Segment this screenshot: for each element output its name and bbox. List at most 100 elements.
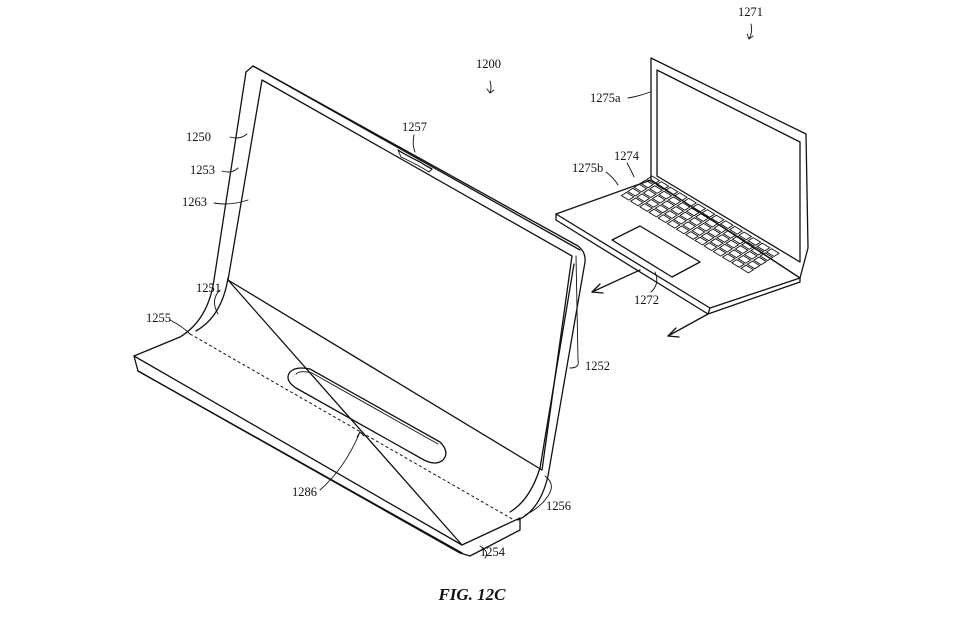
device-bend-left xyxy=(179,71,247,338)
keyboard-key xyxy=(725,239,740,249)
curved-display-device xyxy=(133,65,586,557)
keyboard-key xyxy=(626,187,642,197)
label-1272: 1272 xyxy=(634,293,659,307)
keyboard-key xyxy=(704,218,719,228)
keyboard-key xyxy=(756,242,771,252)
keyboard-key xyxy=(654,204,669,214)
label-1254: 1254 xyxy=(480,545,506,559)
keyboard-key xyxy=(752,256,768,266)
camera-notch xyxy=(397,149,433,170)
keyboard-key xyxy=(670,206,685,215)
keyboard-key xyxy=(694,213,710,222)
keyboard-key xyxy=(734,245,749,255)
keyboard-key xyxy=(709,238,724,247)
keyboard-key xyxy=(676,201,691,211)
keyboard-key xyxy=(713,224,728,234)
arrow-left-upper xyxy=(591,269,641,293)
keyboard-key xyxy=(645,198,660,208)
label-1275a: 1275a xyxy=(590,91,621,105)
display-screen xyxy=(227,79,573,471)
keyboard-key xyxy=(716,234,731,243)
keyboard-key xyxy=(697,222,712,232)
keyboard-key xyxy=(759,252,774,262)
keyboard-key xyxy=(651,194,666,204)
keyboard-key xyxy=(731,235,746,245)
keyboard-key xyxy=(672,215,688,225)
keyboard-key xyxy=(638,203,654,212)
keyboard-key xyxy=(673,192,688,202)
keyboard-key xyxy=(703,242,718,252)
keyboard-key xyxy=(722,229,737,239)
keyboard-key xyxy=(706,228,722,238)
keyboard-key xyxy=(620,191,635,201)
label-1275b: 1275b xyxy=(572,161,603,175)
label-1253: 1253 xyxy=(190,163,215,177)
laptop-lid xyxy=(650,57,809,279)
device-base xyxy=(133,355,521,557)
keyboard-key xyxy=(675,225,690,235)
label-1255: 1255 xyxy=(146,311,171,325)
keyboard-key xyxy=(663,210,678,219)
keyboard-key xyxy=(639,179,654,189)
keyboard-key xyxy=(718,243,734,253)
keyboard-key xyxy=(682,197,698,207)
keyboard-key xyxy=(712,247,727,257)
laptop-trackpad xyxy=(611,225,701,278)
keyboard-key xyxy=(710,214,725,224)
keyboard-key xyxy=(728,225,744,235)
keyboard-key xyxy=(648,208,663,218)
keyboard-key xyxy=(684,231,700,240)
keyboard-key xyxy=(740,241,756,250)
keyboard-key xyxy=(648,185,664,194)
keyboard-key xyxy=(667,196,682,206)
keyboard-key xyxy=(730,259,746,268)
keyboard-key xyxy=(738,231,753,241)
leader-lines xyxy=(169,23,754,559)
keyboard-key xyxy=(682,221,697,231)
keyboard-key xyxy=(692,203,707,213)
keyboard-key xyxy=(666,219,681,229)
keyboard-key xyxy=(679,211,694,221)
keyboard-key xyxy=(658,190,673,200)
keyboard-key xyxy=(629,197,644,207)
laptop-keyboard xyxy=(620,175,780,274)
arrow-left-lower xyxy=(667,313,709,337)
keyboard-key xyxy=(655,181,670,190)
keyboard-key xyxy=(642,189,657,199)
keyboard-key xyxy=(691,226,706,236)
keyboard-key xyxy=(721,253,736,263)
laptop-device xyxy=(555,57,809,315)
label-1286: 1286 xyxy=(292,485,317,499)
keyboard-key xyxy=(646,175,661,185)
keyboard-key xyxy=(657,214,672,224)
keyboard-key xyxy=(688,217,703,227)
keyboard-key xyxy=(746,260,761,270)
keyboard-key xyxy=(719,220,734,230)
keyboard-key xyxy=(633,183,648,193)
keyboard-key xyxy=(685,207,700,217)
keyboard-key xyxy=(701,209,716,218)
keyboard-key xyxy=(747,237,762,246)
keyboard-key xyxy=(636,193,651,203)
label-1271: 1271 xyxy=(738,5,763,19)
figure-caption: FIG. 12C xyxy=(437,585,506,604)
label-1274: 1274 xyxy=(614,149,640,163)
motion-arrows xyxy=(591,269,709,338)
reference-labels: 1200 1271 1250 1253 1263 1257 1251 1255 … xyxy=(146,5,763,559)
label-1200: 1200 xyxy=(476,57,501,71)
label-1250: 1250 xyxy=(186,130,211,144)
keyboard-key xyxy=(664,186,679,196)
keyboard-key xyxy=(750,246,765,256)
label-1263: 1263 xyxy=(182,195,207,209)
fold-line xyxy=(189,333,515,521)
device-housing xyxy=(245,65,586,521)
label-1252: 1252 xyxy=(585,359,610,373)
label-1257: 1257 xyxy=(402,120,427,134)
keyboard-key xyxy=(743,250,758,260)
keyboard-key xyxy=(700,232,715,242)
keyboard-key xyxy=(737,254,752,264)
keyboard-key xyxy=(660,200,676,210)
keyboard-key xyxy=(728,249,743,259)
label-1251: 1251 xyxy=(196,281,221,295)
